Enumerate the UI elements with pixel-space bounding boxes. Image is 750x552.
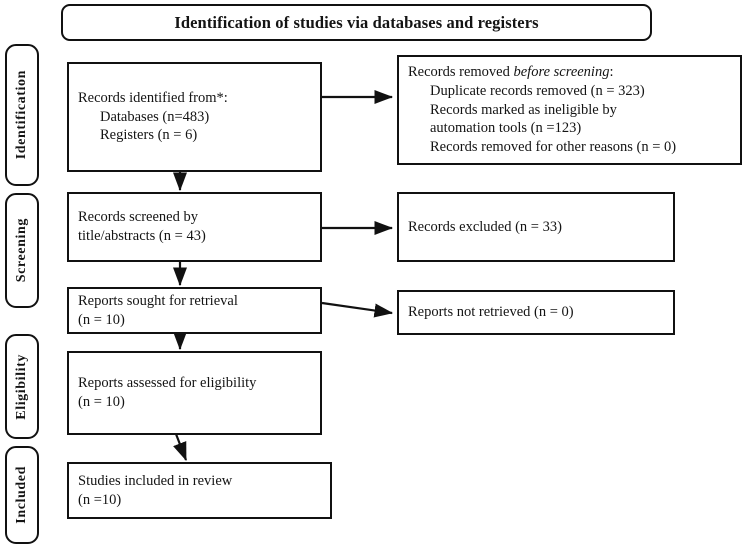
box-reports-not-retrieved-text: Reports not retrieved (n = 0): [399, 303, 673, 322]
stage-label-eligibility-text: Eligibility: [14, 353, 29, 420]
records-identified-line-1: Records identified from*:: [78, 89, 228, 106]
records-removed-line-3: Records marked as ineligible by: [430, 101, 617, 118]
box-reports-sought-text: Reports sought for retrieval (n = 10): [69, 292, 320, 330]
stage-label-eligibility: Eligibility: [5, 334, 39, 439]
box-records-identified-text: Records identified from*: Databases (n=4…: [69, 89, 320, 146]
arrow-assessed-to-included: [173, 433, 188, 462]
stage-label-included-text: Included: [14, 466, 29, 524]
reports-sought-line-1: Reports sought for retrieval: [78, 292, 238, 309]
box-records-screened-text: Records screened by title/abstracts (n =…: [69, 208, 320, 246]
reports-assessed-line-2: (n = 10): [78, 394, 125, 410]
box-reports-sought: Reports sought for retrieval (n = 10): [67, 287, 322, 334]
records-removed-prefix: Records removed: [408, 63, 514, 80]
stage-label-included: Included: [5, 446, 39, 544]
records-screened-line-1: Records screened by: [78, 209, 198, 226]
box-records-identified: Records identified from*: Databases (n=4…: [67, 62, 322, 172]
stage-label-screening: Screening: [5, 193, 39, 308]
stage-label-identification: Identification: [5, 44, 39, 186]
records-removed-colon: :: [609, 63, 614, 80]
stage-label-screening-text: Screening: [14, 218, 29, 283]
reports-sought-line-2: (n = 10): [78, 311, 125, 328]
stage-label-identification-text: Identification: [14, 70, 29, 160]
box-studies-included-text: Studies included in review (n =10): [69, 472, 330, 510]
records-removed-line-2: Duplicate records removed (n = 323): [430, 82, 645, 99]
studies-included-line-2: (n =10): [78, 491, 122, 508]
records-removed-emphasis: before screening: [513, 63, 610, 80]
box-records-excluded: Records excluded (n = 33): [397, 192, 675, 262]
box-records-excluded-text: Records excluded (n = 33): [399, 218, 673, 237]
box-studies-included: Studies included in review (n =10): [67, 462, 332, 519]
records-identified-line-3: Registers (n = 6): [100, 127, 198, 144]
box-records-screened: Records screened by title/abstracts (n =…: [67, 192, 322, 262]
banner-title: Identification of studies via databases …: [61, 4, 652, 41]
records-screened-line-2: title/abstracts (n = 43): [78, 228, 206, 244]
reports-assessed-line-1: Reports assessed for eligibility: [78, 375, 257, 392]
records-identified-line-2: Databases (n=483): [100, 108, 210, 125]
reports-not-retrieved-line-1: Reports not retrieved (n = 0): [408, 304, 574, 321]
box-records-removed-text: Records removed before screening: Duplic…: [399, 63, 740, 157]
records-removed-line-1: Records removed before screening:: [408, 63, 731, 82]
studies-included-line-1: Studies included in review: [78, 472, 233, 489]
box-reports-assessed-text: Reports assessed for eligibility (n = 10…: [69, 374, 320, 412]
box-records-removed: Records removed before screening: Duplic…: [397, 55, 742, 165]
records-excluded-line-1: Records excluded (n = 33): [408, 218, 562, 235]
box-reports-not-retrieved: Reports not retrieved (n = 0): [397, 290, 675, 335]
box-reports-assessed: Reports assessed for eligibility (n = 10…: [67, 351, 322, 435]
arrow-sought-to-not-retrieved: [321, 301, 394, 318]
records-removed-line-4: automation tools (n =123): [430, 120, 582, 137]
records-removed-line-5: Records removed for other reasons (n = 0…: [430, 139, 677, 156]
